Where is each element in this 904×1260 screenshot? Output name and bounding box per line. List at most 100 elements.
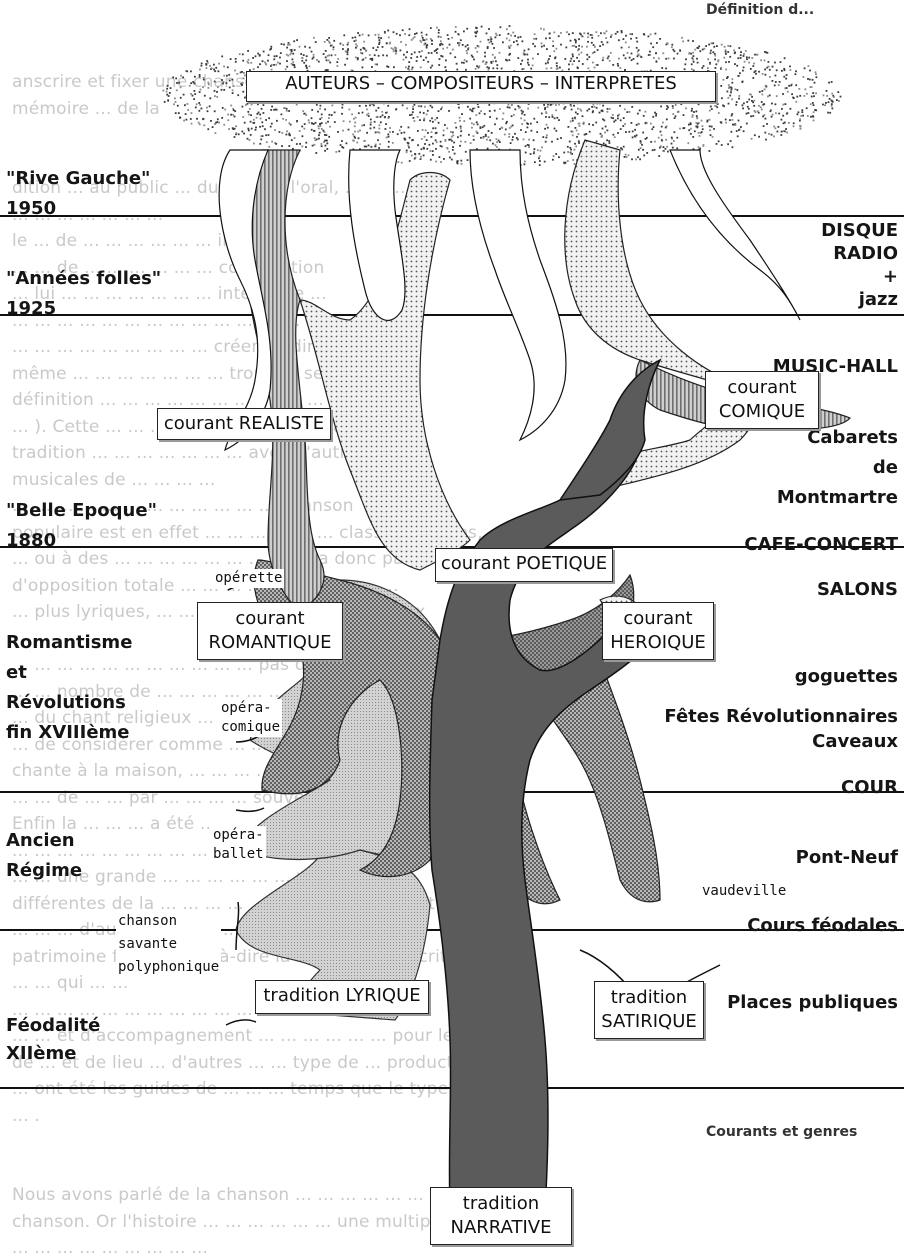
crown-dot	[784, 57, 786, 59]
crown-dot	[533, 152, 535, 154]
crown-dot	[404, 33, 406, 35]
crown-dot	[812, 115, 814, 117]
crown-dot	[366, 109, 368, 111]
crown-dot	[543, 29, 545, 31]
crown-dot	[190, 71, 192, 73]
crown-dot	[333, 40, 335, 42]
crown-dot	[712, 136, 714, 138]
crown-dot	[416, 56, 418, 58]
current-label-box-line: courant	[706, 376, 818, 400]
crown-dot	[728, 87, 730, 89]
crown-dot	[487, 148, 489, 150]
crown-dot	[612, 114, 614, 116]
crown-dot	[512, 136, 514, 138]
venue-label-line: de	[777, 453, 898, 483]
crown-dot	[768, 66, 770, 68]
crown-dot	[831, 100, 833, 102]
crown-dot	[572, 118, 574, 120]
current-label-box: tradition LYRIQUE	[255, 980, 429, 1014]
crown-dot	[627, 52, 629, 54]
crown-dot	[303, 62, 305, 64]
crown-dot	[652, 46, 654, 48]
genre-label-line: comique	[221, 718, 280, 737]
crown-dot	[349, 121, 351, 123]
crown-dot	[537, 149, 539, 151]
crown-dot	[319, 123, 321, 125]
crown-dot	[397, 161, 399, 163]
crown-dot	[552, 45, 554, 47]
crown-dot	[634, 135, 636, 137]
crown-dot	[308, 122, 310, 124]
crown-dot	[321, 145, 323, 147]
crown-dot	[326, 39, 328, 41]
crown-dot	[223, 75, 225, 77]
crown-dot	[395, 47, 397, 49]
crown-dot	[421, 138, 423, 140]
crown-dot	[778, 113, 780, 115]
crown-dot	[702, 128, 704, 130]
crown-dot	[311, 129, 313, 131]
crown-dot	[553, 50, 555, 52]
crown-dot	[552, 159, 554, 161]
crown-dot	[410, 57, 412, 59]
crown-dot	[371, 58, 373, 60]
crown-dot	[743, 67, 745, 69]
crown-dot	[395, 53, 397, 55]
current-label-box-line: tradition	[431, 1192, 571, 1216]
crown-dot	[455, 127, 457, 129]
era-label: RomantismeetRévolutionsfin XVIIIème	[6, 628, 132, 748]
crown-dot	[476, 31, 478, 33]
crown-dot	[697, 62, 699, 64]
crown-dot	[738, 129, 740, 131]
crown-dot	[393, 50, 395, 52]
crown-dot	[793, 125, 795, 127]
crown-dot	[599, 45, 601, 47]
crown-dot	[688, 53, 690, 55]
era-label-line: et	[6, 658, 132, 688]
crown-dot	[745, 50, 747, 52]
crown-dot	[443, 158, 445, 160]
crown-dot	[174, 98, 176, 100]
crown-dot	[324, 140, 326, 142]
crown-dot	[347, 44, 349, 46]
crown-dot	[428, 52, 430, 54]
venue-label-line: goguettes	[795, 665, 898, 689]
crown-dot	[575, 40, 577, 42]
crown-dot	[242, 106, 244, 108]
crown-dot	[486, 62, 488, 64]
crown-dot	[414, 158, 416, 160]
crown-dot	[587, 36, 589, 38]
crown-dot	[770, 110, 772, 112]
crown-dot	[436, 117, 438, 119]
crown-dot	[409, 160, 411, 162]
crown-dot	[778, 84, 780, 86]
crown-dot	[742, 104, 744, 106]
crown-dot	[432, 143, 434, 145]
crown-dot	[346, 142, 348, 144]
crown-dot	[186, 70, 188, 72]
crown-dot	[570, 40, 572, 42]
era-label-line: Romantisme	[6, 628, 132, 658]
crown-dot	[494, 56, 496, 58]
crown-dot	[429, 144, 431, 146]
crown-dot	[578, 60, 580, 62]
crown-dot	[478, 46, 480, 48]
crown-dot	[636, 41, 638, 43]
crown-dot	[765, 74, 767, 76]
crown-dot	[645, 111, 647, 113]
crown-dot	[294, 49, 296, 51]
crown-dot	[800, 115, 802, 117]
crown-dot	[223, 124, 225, 126]
crown-dot	[527, 108, 529, 110]
era-label: "Années folles"1925	[6, 264, 161, 324]
crown-dot	[712, 42, 714, 44]
crown-dot	[750, 115, 752, 117]
crown-dot	[574, 149, 576, 151]
crown-dot	[687, 142, 689, 144]
crown-dot	[572, 159, 574, 161]
crown-dot	[439, 156, 441, 158]
crown-dot	[178, 82, 180, 84]
crown-dot	[625, 57, 627, 59]
crown-dot	[617, 65, 619, 67]
current-label-box: courantROMANTIQUE	[197, 602, 343, 660]
